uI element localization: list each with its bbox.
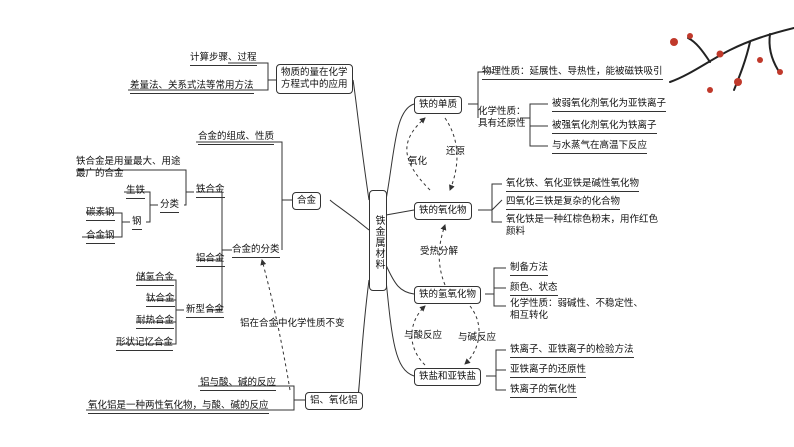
label-base-reaction: 与碱反应 [458,332,497,343]
node-mole-application: 物质的量在化学 方程式中的应用 [276,64,353,94]
pig-iron: 生铁 [126,185,146,199]
salt-item-3: 铁离子的氧化性 [510,384,577,398]
label-al-note: 铝在合金中化学性质不变 [240,318,345,329]
hydroxide-item-1: 制备方法 [510,262,549,276]
new-alloy-item-1: 储氢合金 [136,272,175,286]
oxide-item-3: 氧化铁是一种红棕色粉末，用作红色 颜料 [506,214,659,237]
alloy-classification: 合金的分类 [232,244,280,258]
new-alloy-item-2: 钛合金 [146,293,175,307]
node-iron-element: 铁的单质 [414,96,463,114]
classify-label: 分类 [160,199,180,213]
al-item-2: 氧化铝是一种两性氧化物，与酸、碱的反应 [88,400,269,414]
hydroxide-item-3: 化学性质：弱碱性、不稳定性、 相互转化 [510,298,644,321]
node-iron-salts: 铁盐和亚铁盐 [414,368,482,386]
steel: 钢 [132,216,142,230]
label-heat-decomp: 受热分解 [420,246,459,257]
mole-item-1: 计算步骤、过程 [190,52,257,66]
iron-physical: 物理性质：延展性、导热性，能被磁铁吸引 [482,66,663,80]
oxide-item-1: 氧化铁、氧化亚铁是碱性氧化物 [506,178,640,192]
mole-item-2: 差量法、关系式法等常用方法 [130,80,254,94]
iron-chemical: 化学性质： 具有还原性 [478,106,526,129]
node-iron-oxide: 铁的氧化物 [414,202,472,220]
oxide-item-2: 四氧化三铁是复杂的化合物 [506,196,621,210]
node-aluminum-oxide: 铝、氧化铝 [305,392,363,410]
iron-chem-item-3: 与水蒸气在高温下反应 [552,140,648,154]
salt-item-2: 亚铁离子的还原性 [510,364,587,378]
node-iron-hydroxide: 铁的氢氧化物 [414,286,482,304]
label-acid-reaction: 与酸反应 [404,330,443,341]
aluminum-alloy: 铝合金 [196,253,225,267]
alloy-steel: 合金钢 [86,230,115,244]
alloy-composition: 合金的组成、性质 [198,131,275,145]
salt-item-1: 铁离子、亚铁离子的检验方法 [510,344,634,358]
hydroxide-item-2: 颜色、状态 [510,282,558,296]
new-alloy-item-3: 耐热合金 [136,315,175,329]
carbon-steel: 碳素钢 [86,207,115,221]
al-item-1: 铝与酸、碱的反应 [200,377,277,391]
iron-alloy-note: 铁合金是用量最大、用途 最广的合金 [76,156,181,179]
node-alloy: 合金 [292,192,322,210]
iron-alloy: 铁合金 [196,184,225,198]
iron-chem-item-2: 被强氧化剂氧化为铁离子 [552,120,657,134]
new-alloy-item-4: 形状记忆合金 [116,337,174,351]
plum-blossom-decoration [669,27,794,93]
label-oxidation: 氧化 [408,156,428,167]
iron-chem-item-1: 被弱氧化剂氧化为亚铁离子 [552,98,667,112]
label-reduction: 还原 [446,146,466,157]
new-alloy: 新型合金 [186,304,225,318]
center-node: 铁金属材料 [369,190,387,291]
